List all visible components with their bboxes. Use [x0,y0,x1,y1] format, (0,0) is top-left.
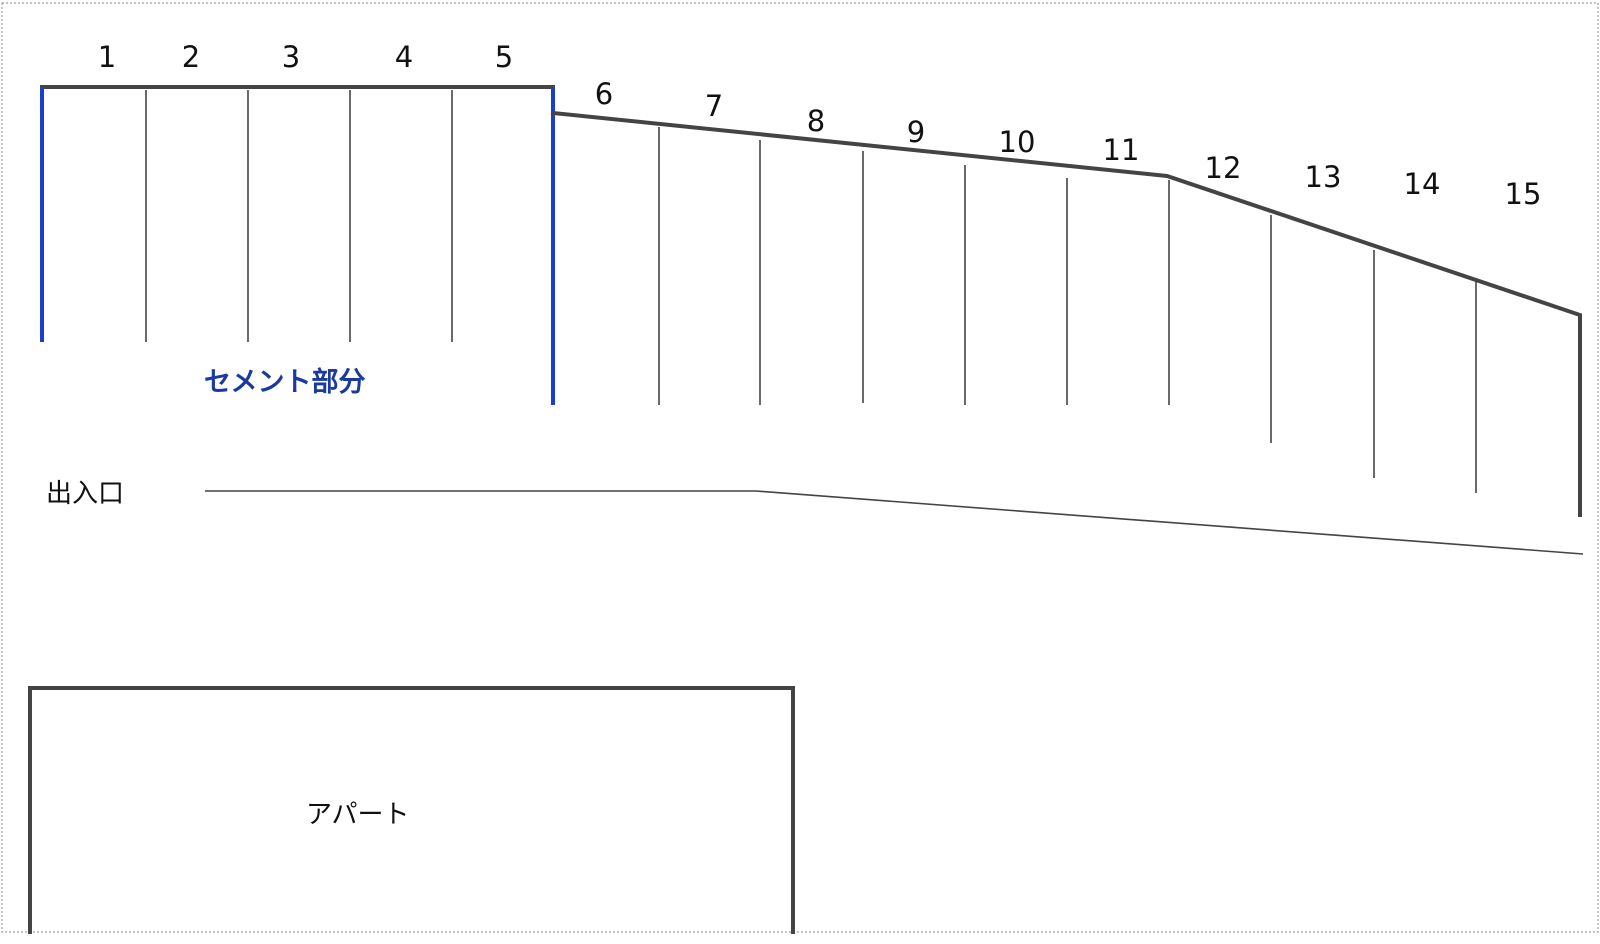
slot-number: 4 [395,40,413,74]
sloped-roof-line [550,110,1582,517]
slot-number: 12 [1205,151,1242,185]
slot-number: 3 [282,40,300,74]
apartment-outline [28,686,795,934]
slot-number: 14 [1404,167,1441,201]
cement-area-label: セメント部分 [204,366,365,398]
slot-number: 1 [98,40,116,74]
slot-number: 8 [807,104,825,138]
slot-dividers [145,90,1477,493]
driveway-line [205,490,1584,555]
slot-number: 9 [907,115,925,149]
apartment-label: アパート [306,800,409,830]
slot-number: 13 [1305,160,1342,194]
slot-number: 11 [1103,133,1140,167]
entrance-label: 出入口 [46,479,124,509]
slot-number: 10 [999,125,1036,159]
slot-number: 5 [495,40,513,74]
slot-number: 7 [705,89,723,123]
slot-number: 15 [1505,177,1542,211]
slot-labels: 1 2 3 4 5 6 7 8 9 10 11 12 13 14 15 [98,40,1542,211]
slot-number: 6 [595,77,613,111]
slot-number: 2 [182,40,200,74]
